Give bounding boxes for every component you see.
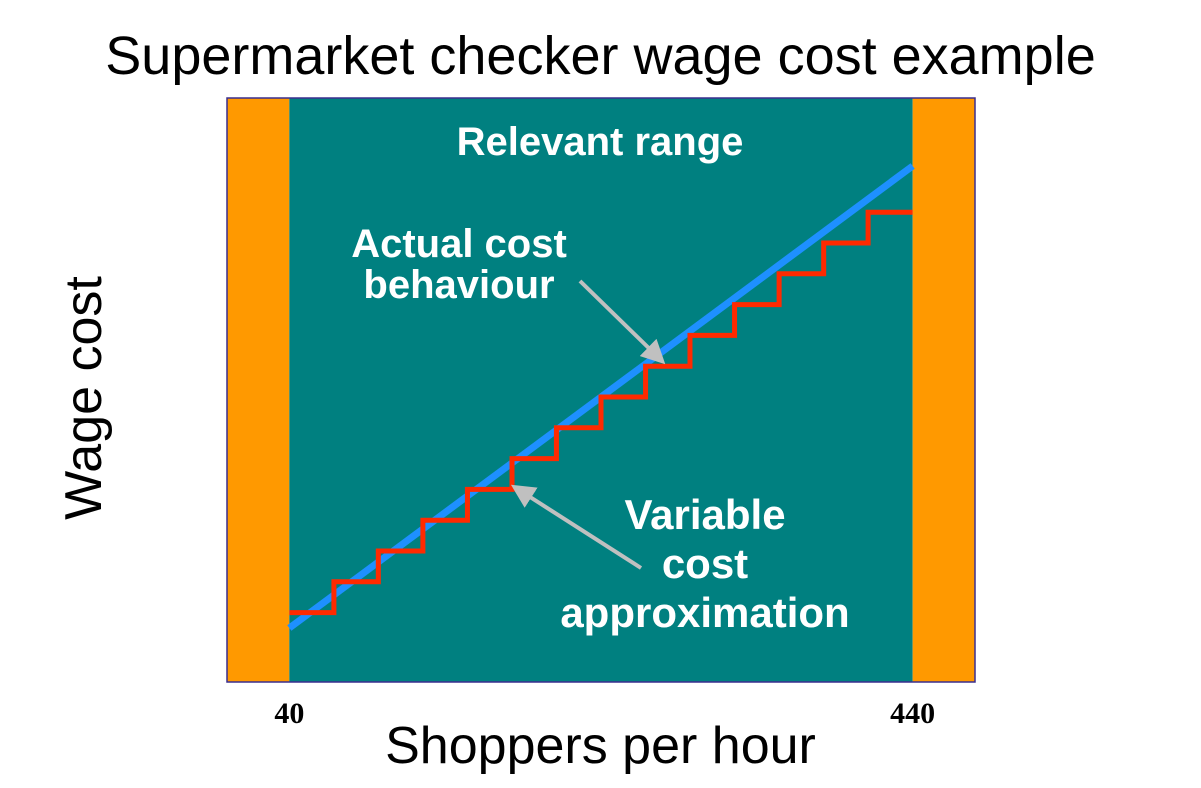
x-axis-label: Shoppers per hour [385, 717, 816, 775]
variable-cost-annotation-line: approximation [560, 589, 849, 636]
plot-border [226, 97, 976, 683]
x-tick-label-40: 40 [274, 697, 305, 730]
below-range-band [227, 98, 290, 682]
variable-cost-annotation-line: Variable [624, 491, 785, 538]
y-axis-label: Wage cost [55, 276, 113, 520]
above-range-band [912, 98, 975, 682]
chart-title: Supermarket checker wage cost example [105, 26, 1096, 86]
actual-cost-arrow [578, 279, 666, 365]
actual-cost-step-line [289, 209, 913, 616]
relevant-range-label: Relevant range [457, 120, 744, 164]
actual-cost-annotation-line: Actual cost [351, 222, 567, 266]
actual-cost-annotation-line: behaviour [363, 263, 554, 307]
relevant-range-band [289, 98, 913, 682]
variable-cost-arrow [510, 484, 643, 570]
variable-cost-annotation-line: cost [662, 540, 748, 587]
x-tick-label-440: 440 [890, 697, 936, 730]
